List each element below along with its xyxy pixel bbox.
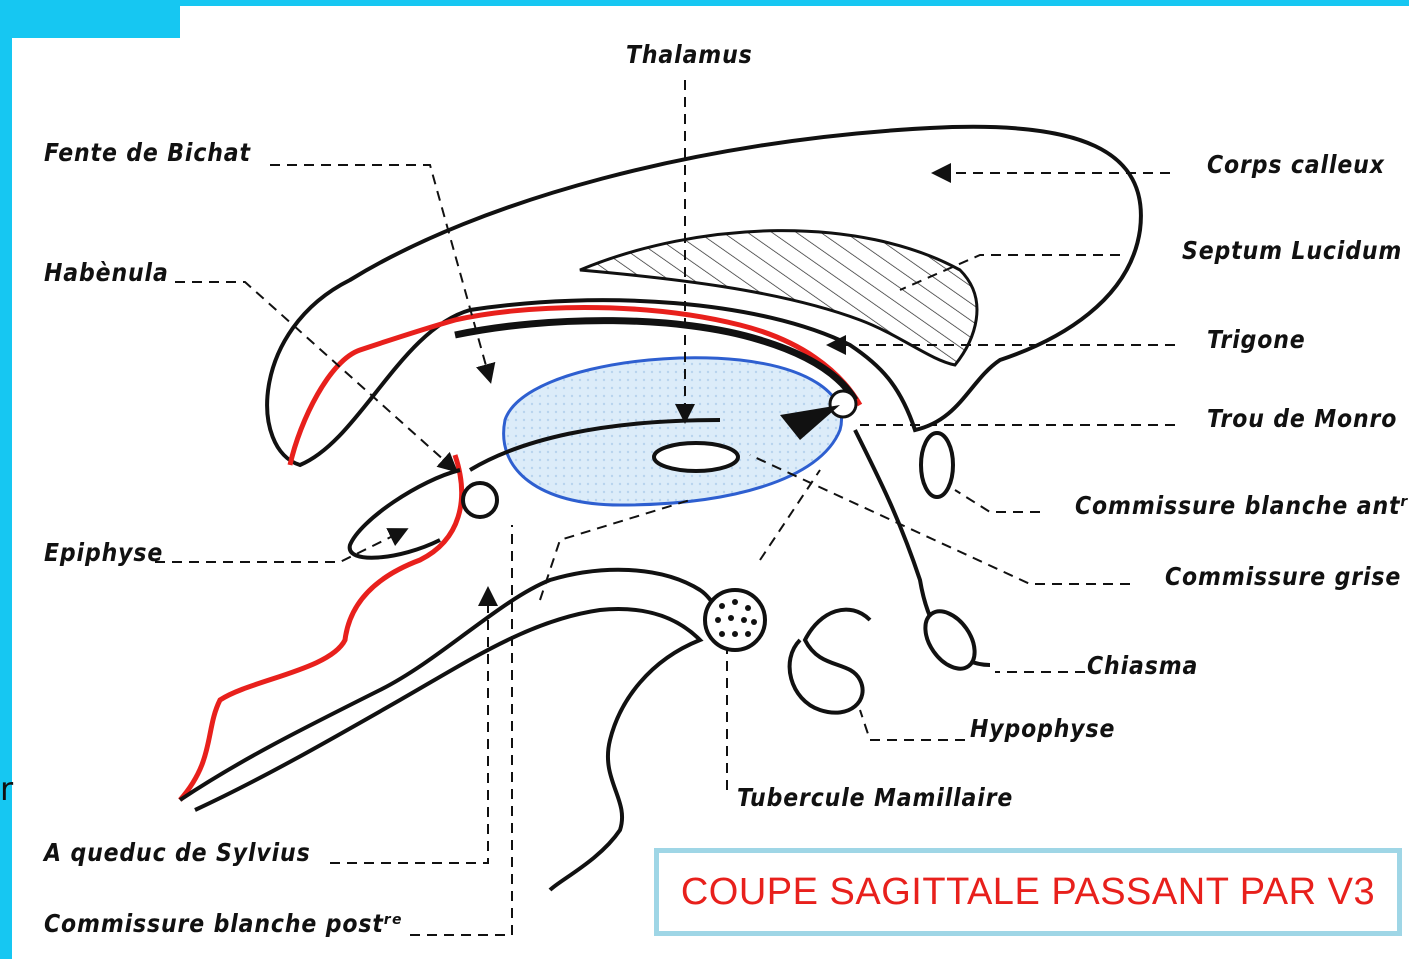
label-epiphyse: Epiphyse: [44, 538, 163, 567]
label-chiasma: Chiasma: [1087, 651, 1198, 680]
label-trigone: Trigone: [1207, 325, 1306, 354]
chiasma-shape: [915, 602, 984, 677]
leader-lines: [155, 80, 1175, 935]
label-habenula: Habènula: [44, 258, 169, 287]
label-trou-de-monro: Trou de Monro: [1207, 404, 1397, 433]
label-corps-calleux: Corps calleux: [1207, 150, 1385, 179]
hypophyse-shape: [790, 610, 870, 713]
thalamus-ventricle: [504, 358, 842, 505]
brainstem-outline: [180, 570, 735, 800]
label-commissure-blanche-post: Commissure blanche postʳᵉ: [44, 909, 403, 938]
commissure-blanche-post-shape: [463, 483, 497, 517]
red-lower-line: [180, 455, 462, 800]
label-aqueduc-de-sylvius: A queduc de Sylvius: [44, 838, 311, 867]
label-fente-de-bichat: Fente de Bichat: [44, 138, 251, 167]
edge-text-fragment: r: [0, 770, 13, 808]
label-hypophyse: Hypophyse: [970, 714, 1115, 743]
commissure-grise-shape: [654, 443, 738, 471]
label-septum-lucidum: Septum Lucidum: [1182, 236, 1402, 265]
label-thalamus: Thalamus: [626, 40, 753, 69]
label-tubercule-mamillaire: Tubercule Mamillaire: [737, 783, 1013, 812]
label-commissure-blanche-ant: Commissure blanche antʳᵉ: [1075, 491, 1409, 520]
label-commissure-grise: Commissure grise: [1165, 562, 1401, 591]
caption-box: COUPE SAGITTALE PASSANT PAR V3: [654, 848, 1402, 936]
commissure-blanche-ant-shape: [921, 433, 953, 497]
trou-monro-shape: [830, 391, 856, 417]
caption-title: COUPE SAGITTALE PASSANT PAR V3: [681, 871, 1375, 914]
